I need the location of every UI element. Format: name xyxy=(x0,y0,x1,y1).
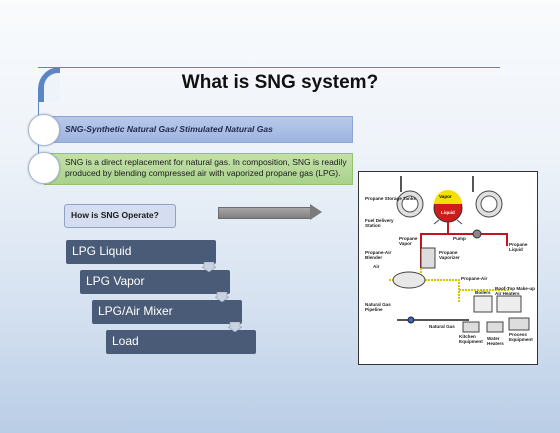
definition-band: SNG-Synthetic Natural Gas/ Stimulated Na… xyxy=(44,116,353,143)
down-arrow-icon xyxy=(215,292,229,302)
title-band xyxy=(38,67,500,103)
diagram-label: Air xyxy=(373,264,380,269)
step-4-label: Load xyxy=(112,334,139,348)
down-arrow-icon xyxy=(228,322,242,332)
step-3: LPG/Air Mixer xyxy=(92,300,242,324)
step-2-label: LPG Vapor xyxy=(86,274,145,288)
bullet-circle-2 xyxy=(28,152,60,184)
diagram-label: Roof-Top Make-up Air Heaters xyxy=(495,286,535,296)
step-1-label: LPG Liquid xyxy=(72,244,132,258)
diagram-label: Process Equipment xyxy=(509,332,533,342)
step-2: LPG Vapor xyxy=(80,270,230,294)
diagram-label: Propane-Air Blender xyxy=(365,250,392,260)
definition-text: SNG-Synthetic Natural Gas/ Stimulated Na… xyxy=(65,124,273,134)
title-tab-decoration xyxy=(38,67,60,102)
diagram-label: Fuel Delivery Station xyxy=(365,218,394,228)
diagram-label: Propane Storage Tanks xyxy=(365,196,416,201)
diagram-label: Propane Vapor xyxy=(399,236,418,246)
diagram-label: Pump xyxy=(453,236,466,241)
step-1: LPG Liquid xyxy=(66,240,216,264)
bullet-circle-1 xyxy=(28,114,60,146)
slide-title: What is SNG system? xyxy=(181,72,379,93)
description-band: SNG is a direct replacement for natural … xyxy=(44,153,353,185)
operate-label: How is SNG Operate? xyxy=(71,210,159,220)
right-arrow-icon xyxy=(218,207,312,219)
step-4: Load xyxy=(106,330,256,354)
down-arrow-icon xyxy=(202,262,216,272)
step-3-label: LPG/Air Mixer xyxy=(98,304,173,318)
operate-label-box: How is SNG Operate? xyxy=(64,204,176,228)
diagram-label: Natural Gas Pipeline xyxy=(365,302,391,312)
diagram-label: Liquid xyxy=(441,210,455,215)
diagram-label: Natural Gas xyxy=(429,324,455,329)
right-arrow-head-icon xyxy=(310,204,322,220)
diagram-label: Propane-Air xyxy=(461,276,488,281)
diagram-label: Kitchen Equipment xyxy=(459,334,483,344)
diagram-label: Propane Vaporizer xyxy=(439,250,460,260)
diagram-label: Water Heaters xyxy=(487,336,504,346)
description-text: SNG is a direct replacement for natural … xyxy=(65,157,347,178)
diagram-label: Boilers xyxy=(475,290,491,295)
sng-system-diagram: Propane Storage Tanks Vapor Liquid Fuel … xyxy=(358,171,538,365)
diagram-label: Propane Liquid xyxy=(509,242,528,252)
diagram-label: Vapor xyxy=(439,194,452,199)
